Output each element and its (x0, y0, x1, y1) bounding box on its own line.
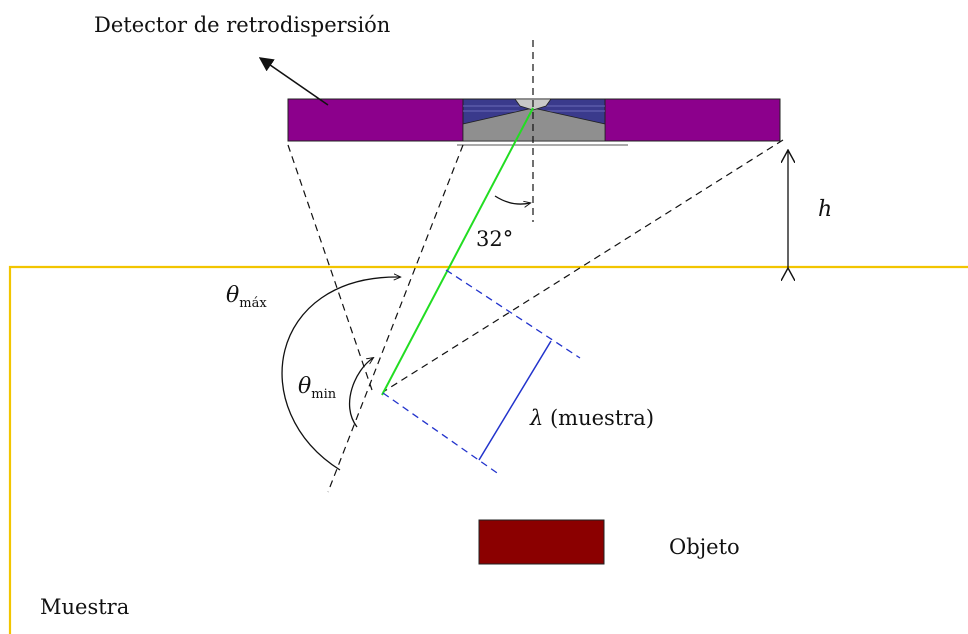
dashed-line-inner-edge (327, 144, 464, 493)
detector-pointer-arrow (258, 57, 329, 106)
sample-label: Muestra (40, 595, 129, 619)
detector-cone (462, 107, 606, 142)
lambda-line (478, 340, 552, 461)
angle-32-label: 32° (476, 227, 513, 251)
backscatter-detector (287, 98, 781, 146)
detector-left-block (287, 98, 464, 142)
blue-dashed-upper (445, 269, 581, 359)
detector-right-block (604, 98, 781, 142)
theta-max-arc (281, 277, 400, 471)
theta-min-arc (348, 358, 373, 428)
object-label: Objeto (669, 535, 740, 559)
green-ray (381, 107, 534, 396)
dashed-line-right-edge (382, 139, 784, 393)
angle-32-arc (494, 195, 530, 204)
theta-min-label: θmin (298, 374, 337, 402)
height-label: h (818, 197, 832, 222)
lambda-label: λ (muestra) (529, 406, 654, 430)
sample-boundary (8, 265, 968, 634)
object-block (478, 519, 605, 565)
blue-dashed-lower (382, 392, 501, 476)
detector-label: Detector de retrodispersión (94, 13, 390, 37)
theta-max-label: θmáx (226, 283, 267, 311)
